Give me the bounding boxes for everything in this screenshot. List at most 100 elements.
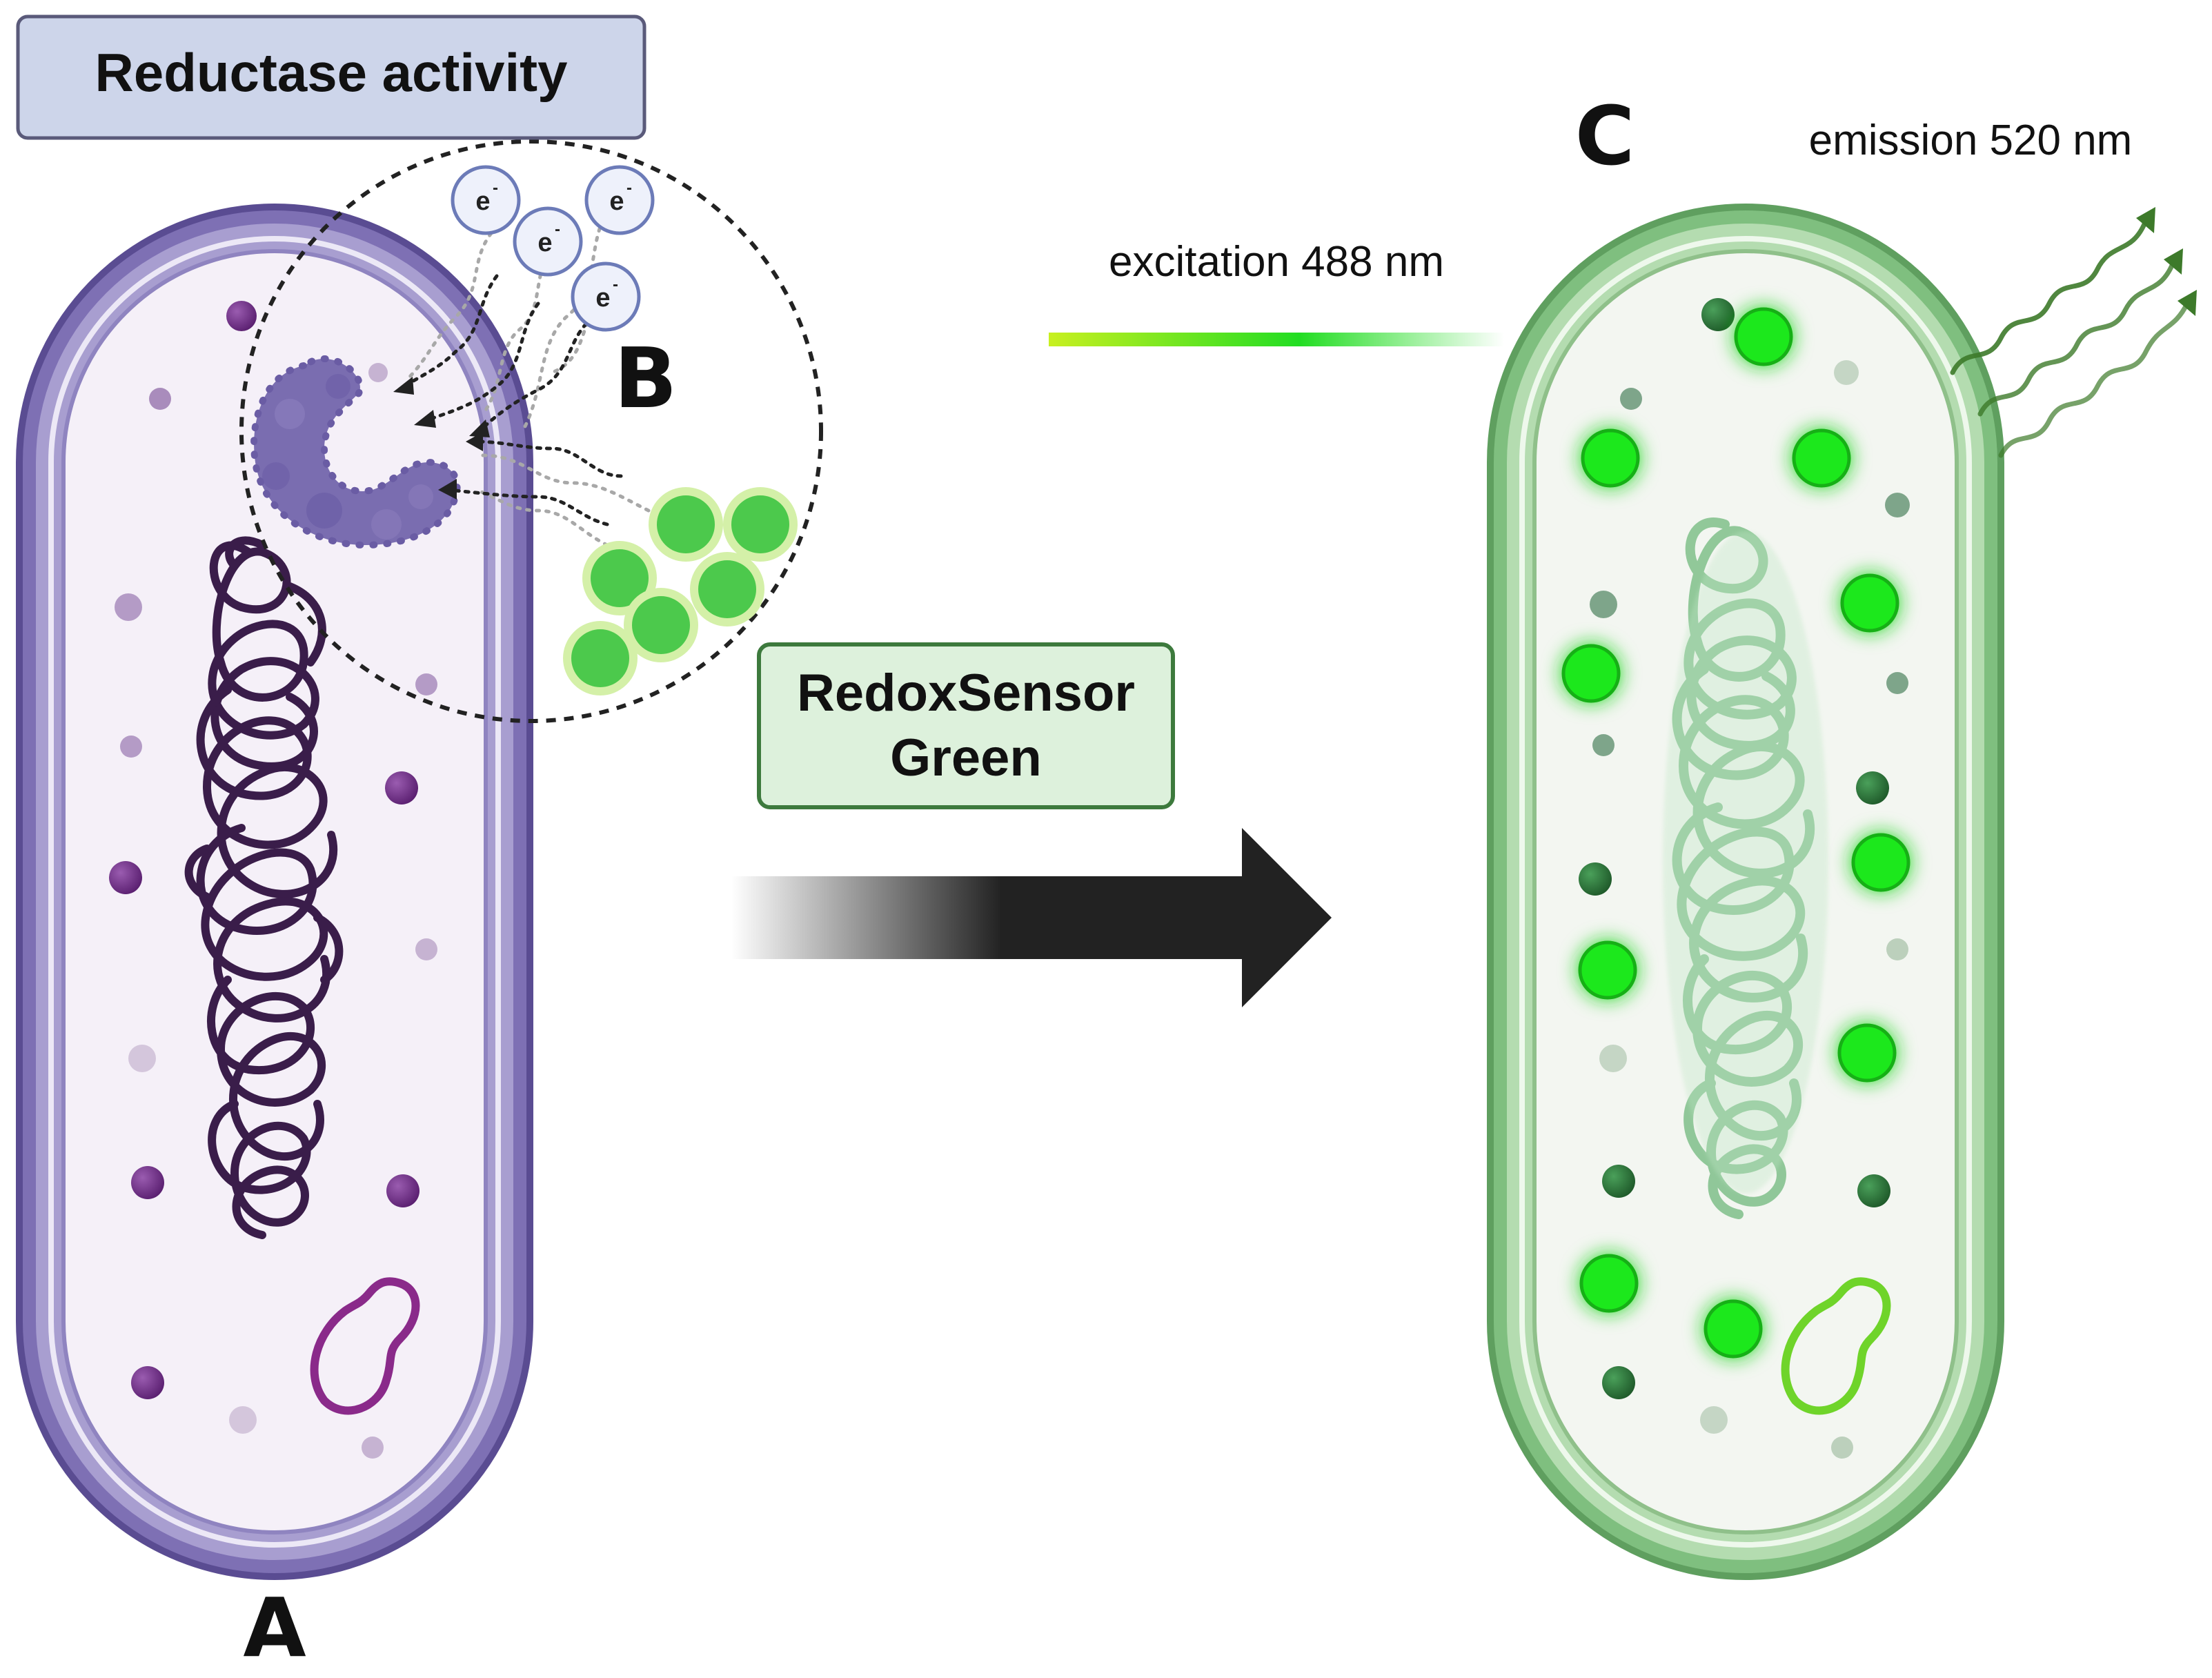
electron: e - <box>584 165 655 235</box>
letter-c: C <box>1575 88 1635 184</box>
reagent-name-line1: RedoxSensor <box>797 664 1135 722</box>
reductase-title: Reductase activity <box>95 42 568 103</box>
dye-molecule <box>563 621 638 695</box>
cell-a-granules <box>109 301 437 1459</box>
reagent-name-line2: Green <box>890 729 1042 787</box>
emission-arrows <box>1950 218 2190 458</box>
emission-arrowheads <box>2136 207 2197 316</box>
granule <box>131 1166 164 1199</box>
svg-text:-: - <box>626 179 632 197</box>
svg-text:-: - <box>555 220 560 239</box>
svg-text:e: e <box>609 187 624 216</box>
dye-molecule <box>624 588 698 662</box>
emission-label: emission 520 nm <box>1809 117 2133 164</box>
granule <box>1700 1406 1728 1434</box>
zoom-circle-outline <box>239 139 823 723</box>
dye-molecules <box>563 487 798 695</box>
dye-molecule <box>690 552 764 626</box>
granule <box>1590 591 1617 618</box>
arrow-path <box>474 440 623 478</box>
granule <box>386 1174 419 1207</box>
svg-text:e: e <box>475 187 490 216</box>
granule <box>115 593 142 621</box>
cell-a-membrane-line <box>48 236 501 1548</box>
granule <box>1831 1437 1853 1459</box>
arrow-path <box>446 488 609 526</box>
arrow-path <box>402 274 499 388</box>
granule <box>149 388 171 410</box>
cell-a-plasmid <box>310 1277 420 1415</box>
fluorescent-dye <box>1792 428 1851 488</box>
electron: e - <box>451 165 521 235</box>
fluorescent-dye <box>1734 307 1793 366</box>
fluorescent-dye <box>1561 644 1621 703</box>
dye-molecule <box>582 541 657 615</box>
cell-c <box>1487 204 2004 1580</box>
svg-text:-: - <box>493 179 498 197</box>
granule <box>1857 1174 1890 1207</box>
granule <box>229 1406 257 1434</box>
svg-text:e: e <box>537 228 552 257</box>
dye-molecule <box>723 487 798 562</box>
fluorescent-dye <box>1840 573 1899 633</box>
fluorescent-dye <box>1837 1023 1897 1083</box>
granule <box>1886 672 1908 694</box>
emission-wave <box>1950 218 2149 375</box>
granule <box>415 938 437 960</box>
granule <box>1602 1165 1635 1198</box>
granule <box>109 861 142 894</box>
reductase-title-box: Reductase activity <box>16 14 646 140</box>
arrow-path <box>422 302 540 423</box>
granule <box>1885 493 1910 517</box>
process-arrow <box>731 828 1332 1007</box>
cell-a <box>16 204 533 1580</box>
granule <box>1592 734 1614 756</box>
letter-b: B <box>614 331 677 427</box>
fluorescent-dye <box>1851 833 1910 892</box>
granule <box>1579 862 1612 896</box>
fluorescent-dye <box>1704 1299 1763 1359</box>
granule <box>415 673 437 695</box>
granule <box>1856 771 1889 805</box>
dye-molecule <box>649 487 723 562</box>
electron-arrowheads <box>393 377 490 500</box>
fluorescent-dye <box>1578 940 1637 1000</box>
granule <box>1599 1045 1627 1072</box>
fluorescent-dye <box>1579 1254 1639 1313</box>
granule <box>368 363 388 382</box>
reagent-box: RedoxSensor Green <box>757 642 1175 809</box>
electron: e - <box>571 261 641 332</box>
granule <box>385 771 418 805</box>
cell-c-granules <box>1579 298 1910 1459</box>
svg-text:e: e <box>595 284 610 313</box>
electrons: e - e - e - e - <box>451 165 655 332</box>
granule <box>131 1366 164 1399</box>
granule <box>120 736 142 758</box>
excitation-beam <box>1049 333 1504 346</box>
granule <box>1701 298 1735 331</box>
fluorescent-dye <box>1581 428 1640 488</box>
emission-wave <box>1998 301 2190 458</box>
granule <box>362 1437 384 1459</box>
emission-wave <box>1977 259 2176 417</box>
cell-c-dna-haze <box>1663 531 1828 1194</box>
granule <box>1886 938 1908 960</box>
cell-c-plasmid <box>1781 1277 1891 1415</box>
svg-text:-: - <box>613 275 618 294</box>
granule <box>226 301 257 331</box>
electron-arrows <box>402 274 623 526</box>
granule <box>1834 360 1859 385</box>
electron: e - <box>513 206 583 277</box>
fluorescent-dyes <box>1561 307 1910 1359</box>
excitation-label: excitation 488 nm <box>1109 238 1444 286</box>
cell-a-dna-nucleoid <box>184 536 344 1239</box>
cell-c-membrane-line <box>1519 236 1972 1548</box>
granule <box>1620 388 1642 410</box>
granule <box>1602 1366 1635 1399</box>
zoom-circle-b: e - e - e - e - <box>239 139 823 723</box>
reductase-enzyme <box>250 355 461 549</box>
granule <box>128 1045 156 1072</box>
letter-a: A <box>243 1580 306 1675</box>
